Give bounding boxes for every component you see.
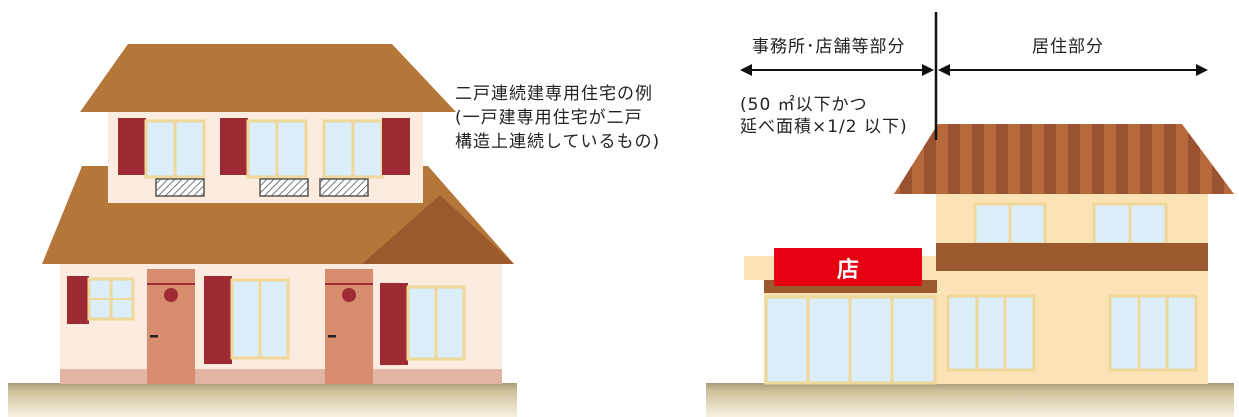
residence-portion-label: 居住部分 bbox=[1032, 37, 1104, 57]
caption-line-3: 構造上連続しているもの) bbox=[455, 132, 661, 152]
brown-band bbox=[936, 243, 1208, 271]
residence-lower-window-2 bbox=[1108, 294, 1198, 372]
upper-window-3 bbox=[319, 118, 410, 197]
upper-window-2 bbox=[220, 118, 309, 197]
door-unit-b bbox=[325, 269, 373, 384]
area-limit-note-line-2: 延べ面積×1/2 以下) bbox=[740, 117, 908, 137]
shop-glass-front bbox=[764, 295, 937, 385]
upper-roof bbox=[80, 44, 456, 112]
duplex-house bbox=[8, 44, 517, 417]
gable-roof bbox=[362, 195, 514, 264]
shop-sign-board bbox=[774, 248, 922, 286]
caption-line-1: 二戸連続建専用住宅の例 bbox=[455, 84, 653, 104]
arrowhead-left bbox=[740, 64, 752, 76]
lower-window-middle bbox=[204, 276, 290, 364]
door-unit-a bbox=[147, 269, 195, 384]
lower-window-left bbox=[67, 276, 135, 324]
residence-lower-window-1 bbox=[946, 294, 1036, 372]
caption-line-2: (一戸建専用住宅が二戸 bbox=[455, 108, 643, 128]
ground-right bbox=[706, 383, 1234, 417]
area-limit-note-line-1: (50 ㎡以下かつ bbox=[740, 95, 868, 115]
residence-upper-window-2 bbox=[1092, 202, 1168, 246]
residence-upper-window-1 bbox=[973, 202, 1047, 246]
foundation-strip bbox=[60, 369, 502, 384]
arrowhead-right-start bbox=[938, 64, 950, 76]
plank-roof bbox=[894, 124, 1234, 194]
arrowhead-left-end bbox=[922, 64, 934, 76]
shop-sign-text: 店 bbox=[837, 258, 859, 283]
arrowhead-right bbox=[1196, 64, 1208, 76]
ground-left bbox=[8, 383, 517, 417]
lower-window-right bbox=[380, 283, 466, 365]
shop-portion-label: 事務所･店舗等部分 bbox=[752, 37, 906, 57]
upper-window-1 bbox=[118, 118, 206, 197]
shop-house: 店 bbox=[706, 124, 1234, 417]
dimension-lines bbox=[740, 12, 1208, 140]
